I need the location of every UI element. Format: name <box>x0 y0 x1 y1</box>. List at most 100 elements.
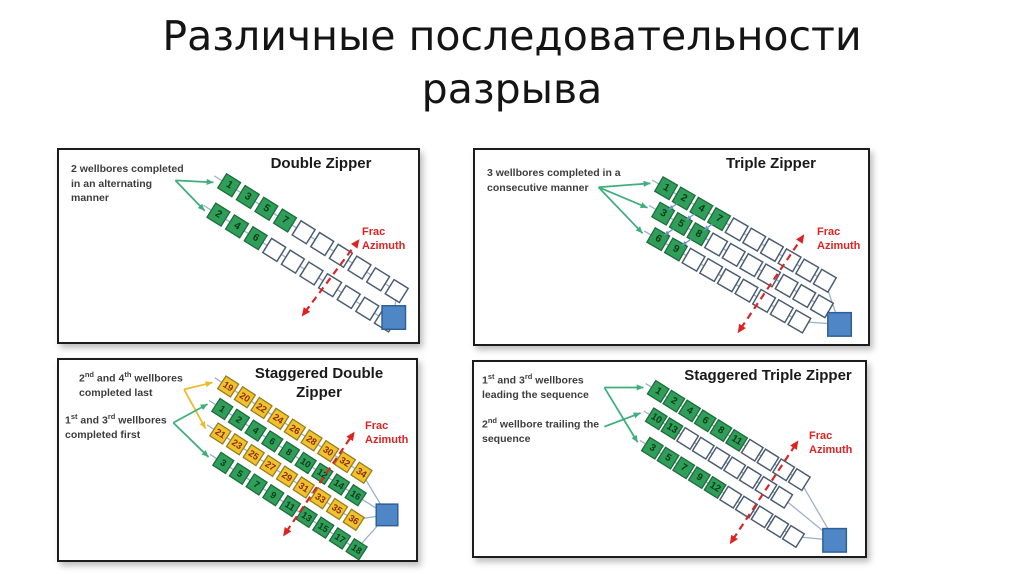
frac-stage: 7 <box>245 473 269 496</box>
panel-note: 2 wellbores completed in an alternating … <box>71 163 184 205</box>
note-arrowhead <box>200 404 208 411</box>
frac-stage: 4 <box>224 214 250 239</box>
stage-square-empty <box>751 288 777 314</box>
frac-stage: 9 <box>663 237 689 262</box>
frac-stage: 33 <box>308 486 332 510</box>
stage-square-empty <box>280 249 306 275</box>
stage-number: 6 <box>700 415 711 428</box>
note-arrowhead <box>639 202 648 208</box>
frac-stage: 4 <box>689 196 714 222</box>
stage-number: 5 <box>235 468 245 479</box>
stage-square-empty <box>722 456 747 480</box>
well-diagram-staggered-double-zipper: 1920222426283032341246810121416212325272… <box>172 375 399 560</box>
frac-stage: 4 <box>677 399 702 423</box>
panel-title-staggered-triple-zipper: Staggered Triple Zipper <box>684 367 852 384</box>
frac-stage: 11 <box>278 494 302 518</box>
stage-square-empty <box>716 267 742 293</box>
stage-number: 2 <box>213 208 224 221</box>
note-arrow <box>172 422 210 458</box>
frac-azimuth-arrowhead-down <box>283 526 292 537</box>
stage-square-empty <box>794 258 820 283</box>
stage-square-empty <box>740 438 765 462</box>
sequence-arrowhead <box>681 240 688 246</box>
frac-stage: 10 <box>644 407 668 431</box>
note-arrowhead <box>205 381 213 388</box>
stage-number: 18 <box>350 542 364 556</box>
note-arrowhead <box>199 421 206 429</box>
stage-number: 7 <box>252 479 262 490</box>
frac-stage: 8 <box>277 440 301 464</box>
stage-square-empty <box>765 514 790 539</box>
note-arrow <box>598 182 651 189</box>
stage-square-empty <box>734 278 759 303</box>
stage-number: 7 <box>280 214 291 227</box>
frac-stage: 4 <box>244 419 268 442</box>
frac-stage: 13 <box>295 505 319 529</box>
stage-square-empty <box>734 495 759 519</box>
frac-stage: 24 <box>266 407 290 431</box>
stage-number: 7 <box>678 462 689 475</box>
frac-stage: 5 <box>228 462 252 486</box>
frac-azimuth-arrowhead-up <box>351 239 360 249</box>
well-pad <box>381 305 407 330</box>
note-arrow <box>174 179 206 212</box>
frac-stage: 6 <box>646 226 671 252</box>
frac-azimuth-arrow <box>285 435 353 533</box>
stage-square-empty <box>681 247 706 273</box>
frac-stage: 31 <box>292 476 316 499</box>
stage-square-empty <box>741 227 767 253</box>
frac-stage: 2 <box>662 389 686 413</box>
frac-stage: 28 <box>300 429 323 452</box>
stage-number: 36 <box>347 513 361 527</box>
stage-square-empty <box>718 485 743 510</box>
stage-square-empty <box>291 219 317 245</box>
stage-square-empty <box>691 436 716 461</box>
frac-azimuth-label: Frac Azimuth <box>365 420 409 446</box>
frac-stage: 7 <box>272 208 298 233</box>
stage-square-empty <box>791 283 817 309</box>
frac-stage: 13 <box>660 416 684 441</box>
stage-square-empty <box>750 504 774 529</box>
stage-square-empty <box>354 296 380 322</box>
stage-square-empty <box>721 242 747 268</box>
stage-number: 5 <box>261 203 272 216</box>
sequence-arrowhead <box>686 215 692 221</box>
frac-stage: 12 <box>703 475 727 500</box>
frac-stage: 1 <box>216 172 242 198</box>
sequence-arrowhead <box>703 225 710 231</box>
stage-number: 28 <box>304 433 318 447</box>
sequence-arrowhead <box>668 205 674 210</box>
stage-square-empty <box>769 485 794 510</box>
note-arrowhead <box>201 450 209 458</box>
stage-number: 33 <box>313 491 327 505</box>
stage-number: 1 <box>653 385 664 398</box>
stage-number: 3 <box>218 457 228 468</box>
stage-square-empty <box>365 266 391 292</box>
stage-number: 11 <box>283 499 297 513</box>
stage-square-empty <box>261 237 287 263</box>
stage-number: 17 <box>333 531 347 545</box>
stage-square-empty <box>812 268 838 294</box>
frac-stage: 18 <box>345 537 369 560</box>
stage-number: 21 <box>213 427 227 441</box>
frac-stage: 16 <box>344 483 368 507</box>
frac-stage: 25 <box>242 443 266 467</box>
note-arrow <box>603 387 639 443</box>
panel-title-staggered-double-zipper: Staggered Double Zipper <box>254 365 384 401</box>
frac-stage: 8 <box>686 222 711 247</box>
frac-stage: 35 <box>325 497 349 521</box>
stage-square-empty <box>787 467 812 492</box>
note-arrowhead <box>636 384 644 391</box>
frac-stage: 22 <box>250 396 273 420</box>
stage-square-empty <box>786 309 812 334</box>
stage-square-empty <box>317 272 343 298</box>
panel-title-triple-zipper: Triple Zipper <box>725 155 816 172</box>
note-arrow <box>183 388 207 430</box>
stage-number: 32 <box>338 455 352 469</box>
